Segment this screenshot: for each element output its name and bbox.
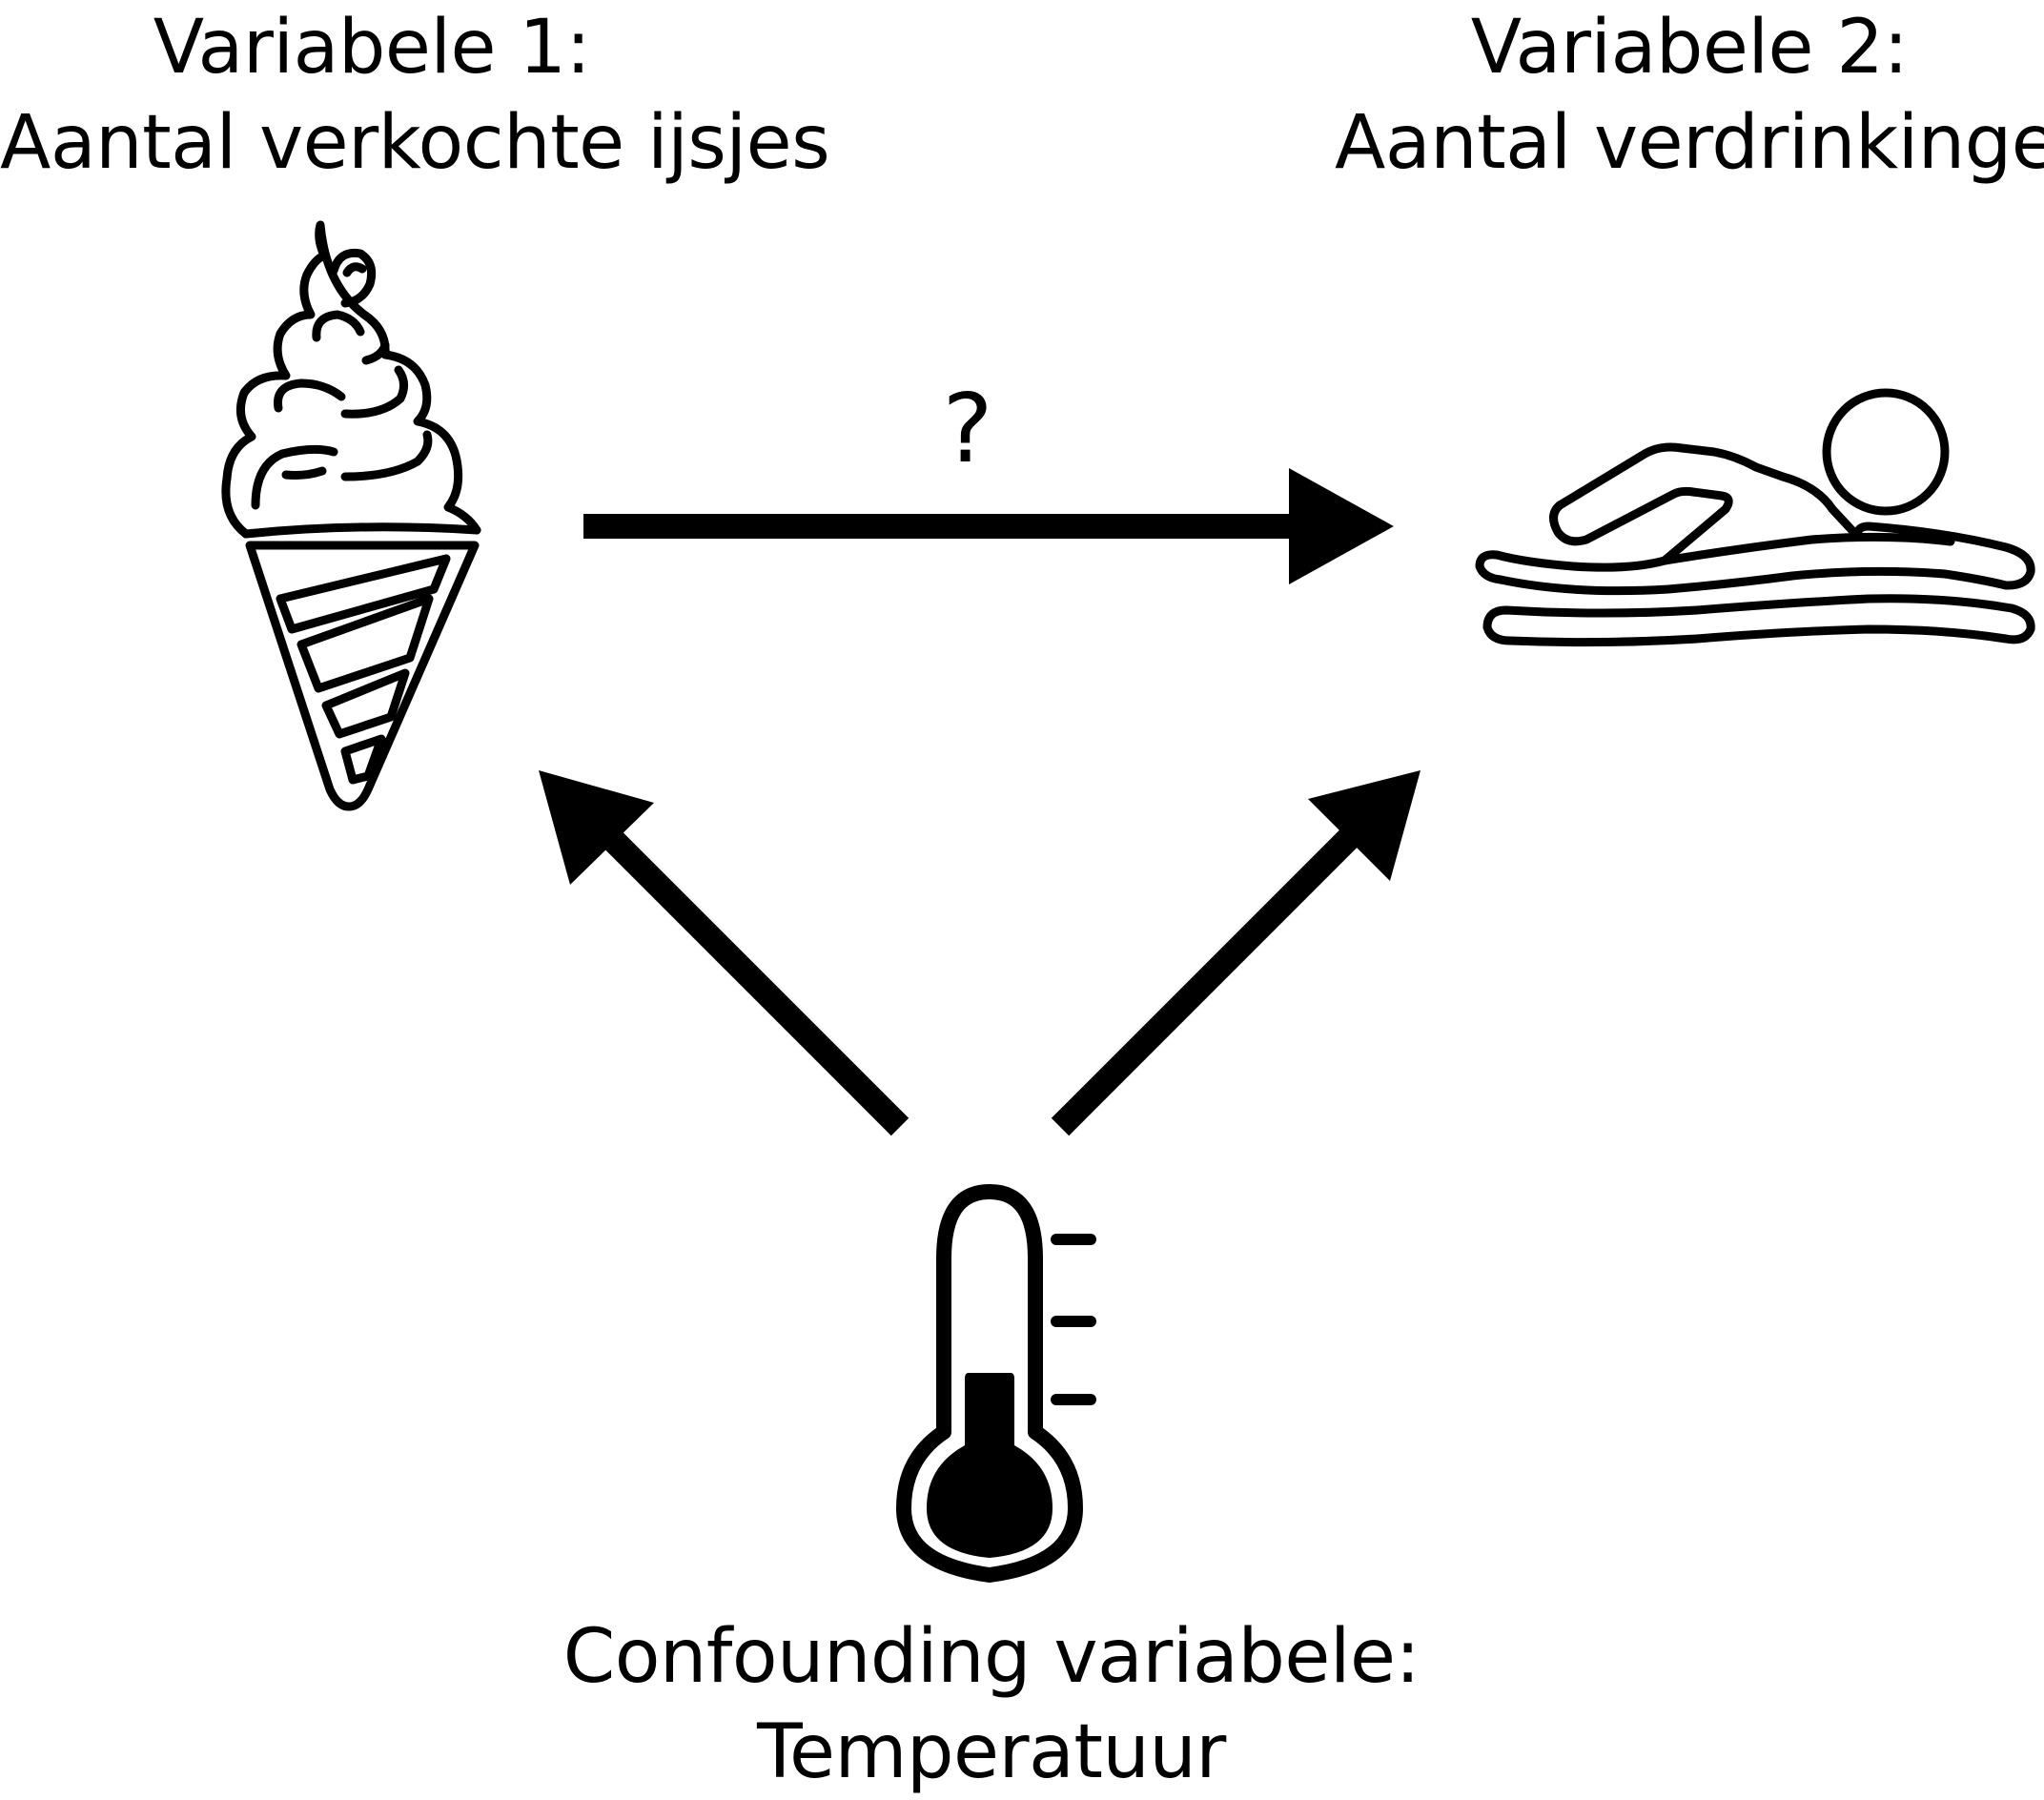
- confounding-variable-name: Temperatuur: [757, 1709, 1226, 1795]
- swimmer-icon: [1475, 388, 2035, 647]
- arrow-confounder-to-variable-2: [1051, 770, 1421, 1136]
- confounding-variable-heading: Confounding variabele:: [562, 1614, 1421, 1700]
- variable-2-heading: Variabele 2:: [1470, 5, 1909, 91]
- variable-2-name: Aantal verdrinkingen: [1335, 100, 2044, 186]
- arrow-variable-1-to-variable-2: [583, 468, 1394, 584]
- variable-2-label: Variabele 2: Aantal verdrinkingen: [1335, 0, 2044, 191]
- confounding-variable-label: Confounding variabele: Temperatuur: [562, 1609, 1421, 1800]
- variable-1-label: Variabele 1: Aantal verkochte ijsjes: [0, 0, 830, 191]
- arrow-confounder-to-variable-1: [539, 770, 910, 1136]
- variable-1-name: Aantal verkochte ijsjes: [0, 100, 830, 186]
- ice-cream-cone-icon: [221, 220, 481, 811]
- relation-question-mark: ?: [942, 373, 993, 484]
- thermometer-icon: [896, 1184, 1096, 1583]
- variable-1-heading: Variabele 1:: [153, 5, 591, 91]
